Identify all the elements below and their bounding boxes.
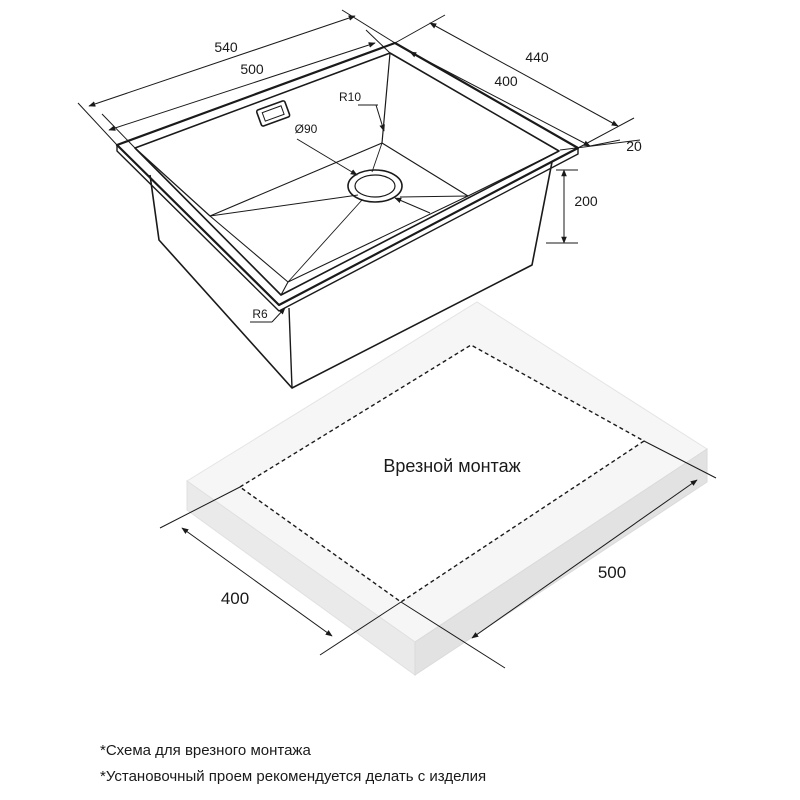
cutout-depth-dimension — [159, 486, 402, 656]
outer-radius-leader — [250, 307, 286, 323]
note-cutout-from-product: *Установочный проем рекомендуется делать… — [100, 768, 487, 785]
sink-inner-depth-label: 400 — [494, 73, 518, 89]
cutout-opening — [240, 345, 644, 602]
cutout-width-dimension — [400, 440, 717, 669]
sink-height-dimension — [546, 169, 578, 244]
overflow-icon — [255, 100, 291, 127]
sink-flange-label: 20 — [626, 138, 642, 154]
installation-notes: *Схема для врезного монтажа *Установочны… — [100, 738, 486, 790]
outer-radius-label: R6 — [252, 307, 268, 321]
cutout-width-label: 500 — [598, 563, 626, 582]
note-cutout-scheme: *Схема для врезного монтажа — [100, 742, 311, 759]
sink-height-label: 200 — [574, 193, 598, 209]
cutout-title: Врезной монтаж — [383, 456, 520, 476]
drain-diameter-label: Ø90 — [295, 122, 318, 136]
sink-inner-width-label: 500 — [240, 61, 264, 77]
sink-outer-depth-label: 440 — [525, 49, 549, 65]
sink-depth-dimensions — [394, 14, 641, 151]
drain-diameter-leader — [296, 138, 431, 214]
sink-width-dimensions — [77, 9, 396, 149]
inner-radius-label: R10 — [339, 90, 361, 104]
sink-flange-edge — [116, 145, 579, 312]
sink-outer-width-label: 540 — [214, 39, 238, 55]
cutout-depth-label: 400 — [221, 589, 249, 608]
drain-icon — [347, 169, 403, 203]
inner-radius-leader — [358, 104, 385, 132]
